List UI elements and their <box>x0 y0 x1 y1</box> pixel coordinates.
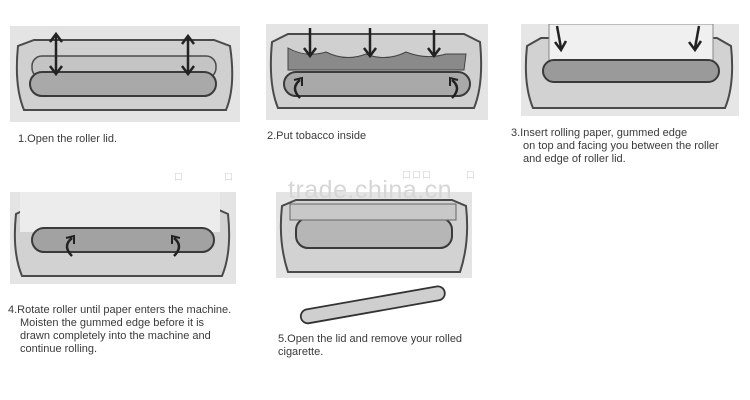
watermark-glyph: 口 <box>422 170 432 180</box>
step-5-caption: 5.Open the lid and remove your rolled ci… <box>278 333 462 359</box>
watermark-glyph: 口 <box>466 170 476 180</box>
caption-line: 3.Insert rolling paper, gummed edge <box>511 127 688 139</box>
step-2-illustration <box>266 24 488 120</box>
caption-line: 2.Put tobacco inside <box>267 130 367 142</box>
caption-line: drawn completely into the machine and <box>20 330 211 342</box>
step-5-illustration <box>276 192 472 332</box>
step-3-illustration <box>521 24 739 116</box>
step-4-illustration <box>10 192 236 284</box>
watermark-glyph: 口 <box>402 170 412 180</box>
caption-line: 4.Rotate roller until paper enters the m… <box>8 304 232 316</box>
step-1-caption: 1.Open the roller lid. <box>18 133 117 146</box>
step-3-caption: 3.Insert rolling paper, gummed edge on t… <box>511 127 719 166</box>
caption-line: and edge of roller lid. <box>523 153 626 165</box>
step-2-caption: 2.Put tobacco inside <box>267 130 366 143</box>
watermark-glyph: 口 <box>174 172 184 182</box>
caption-line: on top and facing you between the roller <box>523 140 719 152</box>
watermark-glyph: 口 <box>412 170 422 180</box>
caption-line: cigarette. <box>278 346 324 358</box>
step-4-caption: 4.Rotate roller until paper enters the m… <box>8 304 231 356</box>
step-1-illustration <box>10 26 240 122</box>
caption-line: 5.Open the lid and remove your rolled <box>278 333 463 345</box>
caption-line: continue rolling. <box>20 343 98 355</box>
watermark-glyph: 口 <box>224 172 234 182</box>
caption-line: Moisten the gummed edge before it is <box>20 317 205 329</box>
caption-line: 1.Open the roller lid. <box>18 133 118 145</box>
watermark-text: trade.china.cn <box>288 176 453 204</box>
